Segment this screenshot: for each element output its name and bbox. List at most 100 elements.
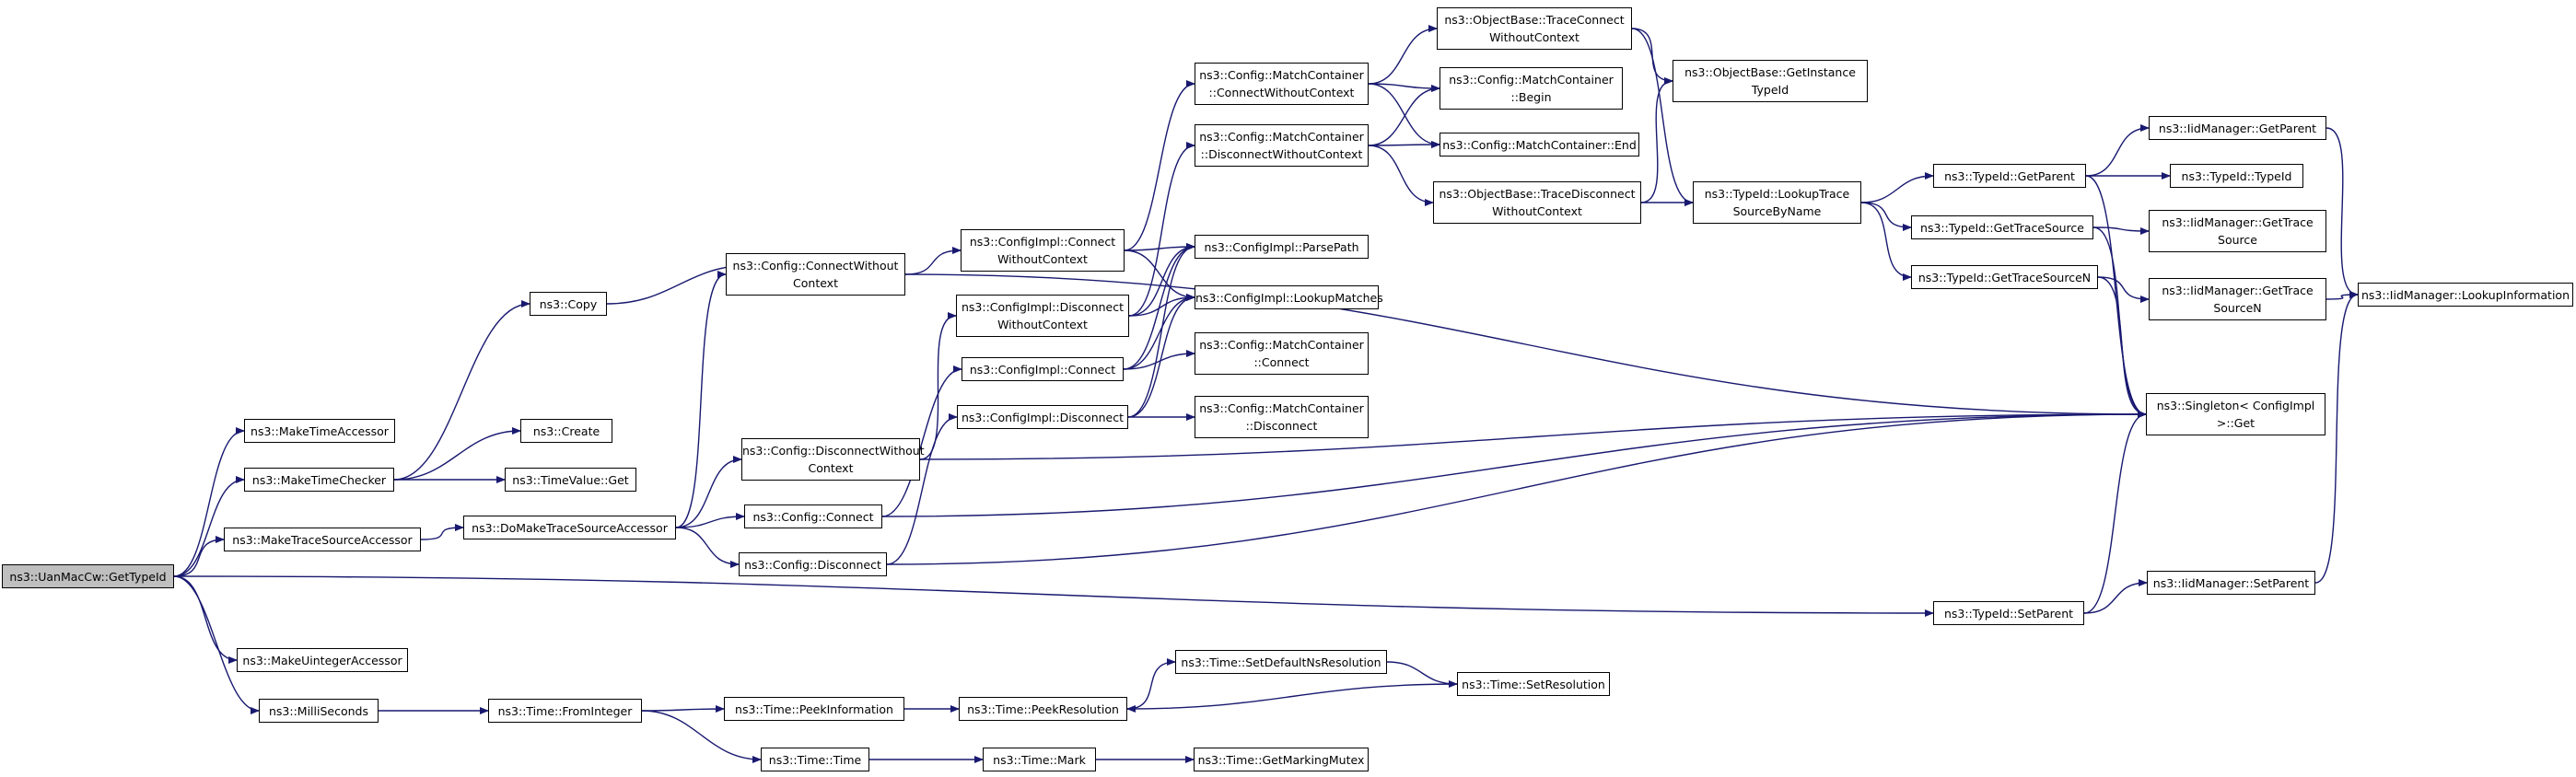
node-create[interactable]: ns3::Create [520,419,612,443]
edge-doMakeTraceSourceAccessor-to-configDisconnect [675,527,740,568]
edge-typeIdGetTraceSource-to-iidGetTraceSource [2092,226,2150,235]
edge-typeIdGetTraceSourceN-to-singletonGet [2097,276,2147,418]
node-label-line: ns3::MakeUintegerAccessor [242,653,402,667]
node-iidmanager-lookupinformation[interactable]: ns3::IidManager::LookupInformation [2358,283,2573,307]
node-label-line: ns3::MakeTimeAccessor [251,423,389,438]
edge-makeTimeChecker-to-create [393,427,521,481]
node-matchcontainer-disconnectwithoutcontext[interactable]: ns3::Config::MatchContainer::DisconnectW… [1195,124,1369,167]
node-configimpl-parsepath[interactable]: ns3::ConfigImpl::ParsePath [1195,235,1369,259]
node-iidmanager-getparent[interactable]: ns3::IidManager::GetParent [2149,116,2326,140]
edge-iidGetParent-to-iidLookupInformation [2325,127,2359,298]
node-label-line: ns3::Config::MatchContainer [1199,68,1364,82]
node-configimpl-connect[interactable]: ns3::ConfigImpl::Connect [962,357,1124,381]
edge-timeSetDefaultNsResolution-to-timeSetResolution [1386,661,1458,688]
edge-timeSetResolution-to-timePeekResolution [1126,683,1458,713]
node-time-setdefaultnsresolution[interactable]: ns3::Time::SetDefaultNsResolution [1175,650,1387,674]
node-matchcontainer-connect[interactable]: ns3::Config::MatchContainer::Connect [1195,332,1369,375]
node-time-frominteger[interactable]: ns3::Time::FromInteger [488,699,642,723]
node-milliseconds[interactable]: ns3::MilliSeconds [259,699,379,723]
edge-iidGetTraceSourceN-to-iidLookupInformation [2325,291,2359,300]
edge-implDisconnectWithoutContext-to-mcDisconnectWithoutContext [1128,142,1195,317]
edge-implDisconnectWithoutContext-to-lookupMatches [1128,294,1195,317]
edge-mcDisconnectWithoutContext-to-mcBegin [1368,85,1440,146]
edge-mcConnectWithoutContext-to-mcEnd [1368,83,1440,148]
node-timevalue-get[interactable]: ns3::TimeValue::Get [505,468,636,492]
node-configimpl-disconnect[interactable]: ns3::ConfigImpl::Disconnect [957,405,1128,429]
node-typeid-typeid[interactable]: ns3::TypeId::TypeId [2170,164,2303,188]
node-time-time[interactable]: ns3::Time::Time [761,748,869,771]
edge-configDisconnect-to-implDisconnect [886,413,958,565]
edge-obTraceDisconnectWithoutContext-to-obGetInstanceTypeId [1640,77,1673,203]
node-label-line: ns3::Time::FromInteger [497,703,633,718]
node-maketimeaccessor[interactable]: ns3::MakeTimeAccessor [244,419,395,443]
node-label-line: ns3::ConfigImpl::Connect [969,362,1116,377]
edge-configDisconnectWithoutContext-to-singletonGet [919,411,2147,460]
edge-makeTraceSourceAccessor-to-doMakeTraceSourceAccessor [420,524,464,540]
node-time-setresolution[interactable]: ns3::Time::SetResolution [1457,672,1610,696]
node-label-line: ns3::ObjectBase::TraceConnect [1444,13,1625,27]
edge-getTypeId-to-milliSeconds [173,575,260,714]
node-makeuintegeraccessor[interactable]: ns3::MakeUintegerAccessor [237,648,408,672]
edge-typeIdLookupTraceSourceByName-to-typeIdGetParent [1860,172,1934,203]
node-label-line: ns3::TypeId::LookupTrace [1704,187,1850,201]
edge-timeFromInteger-to-timePeekInformation [641,705,725,713]
node-config-disconnect[interactable]: ns3::Config::Disconnect [739,552,887,576]
node-matchcontainer-end[interactable]: ns3::Config::MatchContainer::End [1440,133,1639,157]
edge-obTraceConnectWithoutContext-to-typeIdLookupTraceSourceByName [1631,28,1694,206]
node-typeid-gettracesourcen[interactable]: ns3::TypeId::GetTraceSourceN [1911,265,2098,289]
edge-timeFromInteger-to-timeTime [641,710,762,763]
edge-implConnectWithoutContext-to-parsePath [1124,243,1195,251]
node-label-line: ns3::Time::GetMarkingMutex [1197,752,1365,767]
node-typeid-setparent[interactable]: ns3::TypeId::SetParent [1933,601,2084,625]
node-label-line: ::ConnectWithoutContext [1208,86,1355,99]
node-label-line: ::Begin [1510,90,1552,104]
node-label-line: ns3::ConfigImpl::Connect [969,235,1116,249]
edge-getTypeId-to-makeTraceSourceAccessor [173,536,225,577]
node-time-mark[interactable]: ns3::Time::Mark [983,748,1096,771]
node-iidmanager-setparent[interactable]: ns3::IidManager::SetParent [2147,571,2315,595]
node-matchcontainer-begin[interactable]: ns3::Config::MatchContainer::Begin [1440,67,1623,110]
node-label-line: WithoutContext [997,318,1088,331]
node-time-peekresolution[interactable]: ns3::Time::PeekResolution [959,697,1127,721]
edge-getTypeId-to-makeUintegerAccessor [173,575,238,664]
edge-getTypeId-to-typeIdSetParent [173,575,1934,617]
node-typeid-gettracesource[interactable]: ns3::TypeId::GetTraceSource [1911,215,2093,239]
edge-mcConnectWithoutContext-to-obTraceConnectWithoutContext [1368,25,1438,85]
node-uanmaccw-gettypeid[interactable]: ns3::UanMacCw::GetTypeId [2,564,174,588]
edge-implConnectWithoutContext-to-mcConnectWithoutContext [1124,80,1195,251]
edge-getTypeId-to-makeTimeAccessor [173,427,245,577]
node-configimpl-lookupmatches[interactable]: ns3::ConfigImpl::LookupMatches [1195,285,1383,309]
node-label-line: ns3::ConfigImpl::Disconnect [961,300,1125,314]
node-config-connect[interactable]: ns3::Config::Connect [744,504,882,528]
node-maketimechecker[interactable]: ns3::MakeTimeChecker [244,468,394,492]
node-label-line: ns3::Config::Connect [752,509,874,524]
node-typeid-getparent[interactable]: ns3::TypeId::GetParent [1933,164,2086,188]
node-copy[interactable]: ns3::Copy [530,292,607,316]
node-matchcontainer-connectwithoutcontext[interactable]: ns3::Config::MatchContainer::ConnectWith… [1195,63,1369,105]
node-label-line: ns3::ObjectBase::TraceDisconnect [1439,187,1636,201]
node-time-getmarkingmutex[interactable]: ns3::Time::GetMarkingMutex [1194,748,1369,771]
edge-getTypeId-to-makeTimeChecker [173,476,245,577]
node-maketracesourceaccessor[interactable]: ns3::MakeTraceSourceAccessor [224,528,421,551]
node-domaketracesourceaccessor[interactable]: ns3::DoMakeTraceSourceAccessor [463,516,676,539]
edge-obTraceConnectWithoutContext-to-obGetInstanceTypeId [1631,28,1673,85]
node-label-line: ns3::DoMakeTraceSourceAccessor [472,520,668,535]
node-label-line: ns3::Config::MatchContainer [1199,401,1364,415]
edge-configDisconnect-to-singletonGet [886,411,2147,565]
node-singleton-configimpl-get[interactable]: ns3::Singleton< ConfigImpl >::Get [2146,393,2325,435]
node-label-line: ns3::Config::ConnectWithout [732,259,899,273]
node-matchcontainer-disconnect[interactable]: ns3::Config::MatchContainer::Disconnect [1195,396,1369,438]
node-time-peekinformation[interactable]: ns3::Time::PeekInformation [724,697,904,721]
node-label-line: ns3::IidManager::GetTrace [2162,284,2314,297]
edge-typeIdGetParent-to-iidGetParent [2085,124,2150,177]
